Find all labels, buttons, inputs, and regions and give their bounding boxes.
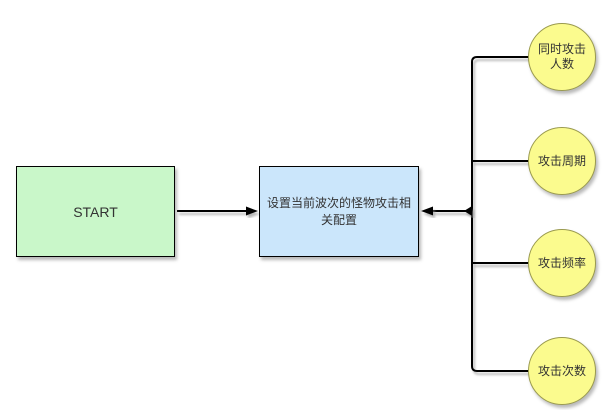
arrowhead-right-icon	[246, 206, 258, 216]
junction-arrow-icon	[464, 206, 472, 216]
node-param-label: 攻击次数	[537, 363, 586, 378]
node-param-simultaneous-attackers[interactable]: 同时攻击人数	[528, 23, 596, 91]
node-start[interactable]: START	[16, 166, 175, 257]
node-param-attack-count[interactable]: 攻击次数	[528, 337, 596, 405]
node-param-label: 攻击频率	[537, 255, 586, 270]
node-param-label: 攻击周期	[537, 153, 586, 168]
node-attack-config[interactable]: 设置当前波次的怪物攻击相关配置	[259, 166, 419, 257]
node-param-attack-cycle[interactable]: 攻击周期	[528, 127, 596, 195]
connector-params-trunk	[471, 56, 529, 372]
node-start-label: START	[73, 203, 118, 220]
node-param-attack-frequency[interactable]: 攻击频率	[528, 229, 596, 297]
node-param-label: 同时攻击人数	[537, 42, 586, 71]
node-attack-config-label: 设置当前波次的怪物攻击相关配置	[266, 196, 411, 227]
arrowhead-left-icon	[421, 206, 433, 216]
